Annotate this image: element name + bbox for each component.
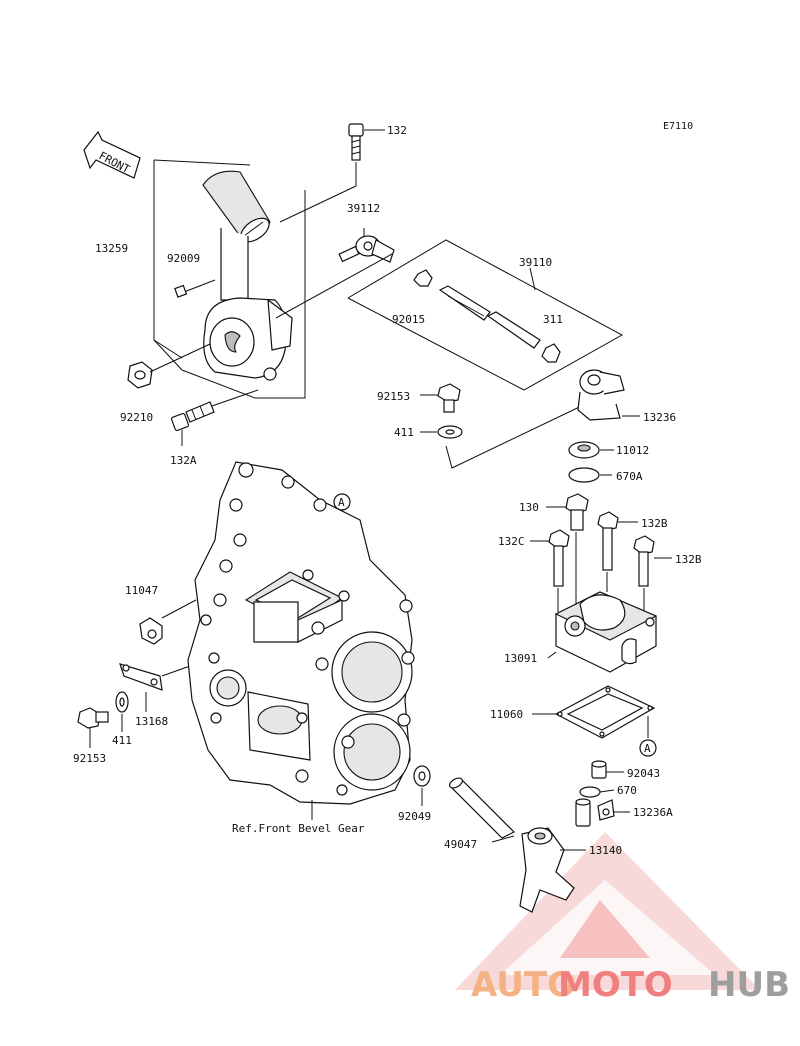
label-92043: 92043 [627, 767, 660, 780]
callout-a-bottom [639, 739, 657, 757]
label-13236A: 13236A [633, 806, 673, 819]
label-92210: 92210 [120, 411, 153, 424]
label-49047: 49047 [444, 838, 477, 851]
label-11047: 11047 [125, 584, 158, 597]
label-670A: 670A [616, 470, 643, 483]
label-670: 670 [617, 784, 637, 797]
bolt-92153-bottom [77, 707, 109, 748]
label-132B-2: 132B [675, 553, 702, 566]
label-39110: 39110 [519, 256, 552, 269]
watermark-text: AUTO MOTO HUB [471, 965, 790, 1005]
watermark-word-hub: HUB [708, 965, 790, 1005]
diagram-code: E7110 [663, 121, 693, 132]
label-13140: 13140 [589, 844, 622, 857]
label-13168: 13168 [135, 715, 168, 728]
label-13091: 13091 [504, 652, 537, 665]
label-A-top: A [338, 496, 345, 509]
watermark-logo [455, 832, 760, 990]
shift-fork-13140 [519, 827, 586, 913]
plate-13168 [119, 663, 191, 712]
plate-11047 [139, 599, 197, 645]
label-92009: 92009 [167, 252, 200, 265]
washer-411-top [420, 425, 463, 439]
seal-92049 [413, 765, 431, 806]
ref-front-bevel-gear: Ref.Front Bevel Gear [232, 822, 365, 835]
label-92153-bottom: 92153 [73, 752, 106, 765]
label-411-bottom: 411 [112, 734, 132, 747]
cover-13091 [547, 591, 658, 673]
label-132C: 132C [498, 535, 525, 548]
bolt-132B-2 [633, 535, 672, 616]
label-411-top: 411 [394, 426, 414, 439]
label-13259: 13259 [95, 242, 128, 255]
seal-11012 [568, 441, 614, 459]
watermark-word-moto: MOTO [558, 965, 673, 1005]
shift-lever-pivot [203, 297, 293, 381]
nut-92015 [413, 269, 433, 287]
bolt-132B-1 [597, 511, 638, 592]
label-130: 130 [519, 501, 539, 514]
rod-end-39112 [275, 228, 395, 319]
label-A-bottom: A [644, 742, 651, 755]
shift-arm-13236 [577, 369, 640, 421]
shift-lever-group [153, 159, 306, 399]
label-11060: 11060 [490, 708, 523, 721]
shift-lever-handle [202, 170, 271, 243]
bolt-92153-top [420, 383, 461, 413]
label-92015: 92015 [392, 313, 425, 326]
watermark-word-auto: AUTO [471, 965, 576, 1005]
label-311: 311 [543, 313, 563, 326]
bolt-132 [279, 123, 385, 223]
nut-311 [541, 343, 561, 363]
front-arrow-icon: FRONT [83, 130, 141, 179]
label-132A: 132A [170, 454, 197, 467]
label-132B-1: 132B [641, 517, 668, 530]
bolt-130 [546, 493, 589, 608]
label-39112: 39112 [347, 202, 380, 215]
o-ring-670A [568, 467, 612, 483]
nut-92210 [127, 343, 211, 389]
rod-box-39110 [347, 239, 624, 391]
gasket-11060 [532, 685, 656, 739]
washer-411-bottom [115, 691, 129, 732]
rod-39110 [438, 285, 541, 349]
gear-case [187, 461, 415, 820]
bolt-92009 [174, 279, 216, 298]
label-11012: 11012 [616, 444, 649, 457]
part-labels: 132 39112 39110 13259 92009 92015 311 92… [73, 124, 702, 857]
bolt-132C [530, 529, 570, 612]
pin-92043 [591, 760, 624, 779]
o-ring-670 [579, 786, 615, 798]
shaft-49047 [448, 777, 516, 843]
shift-arm-13236A [575, 798, 630, 827]
label-92153-top: 92153 [377, 390, 410, 403]
label-92049: 92049 [398, 810, 431, 823]
watermark-triangle-inner [500, 880, 715, 975]
label-132: 132 [387, 124, 407, 137]
bolt-132A [170, 389, 259, 446]
label-13236: 13236 [643, 411, 676, 424]
